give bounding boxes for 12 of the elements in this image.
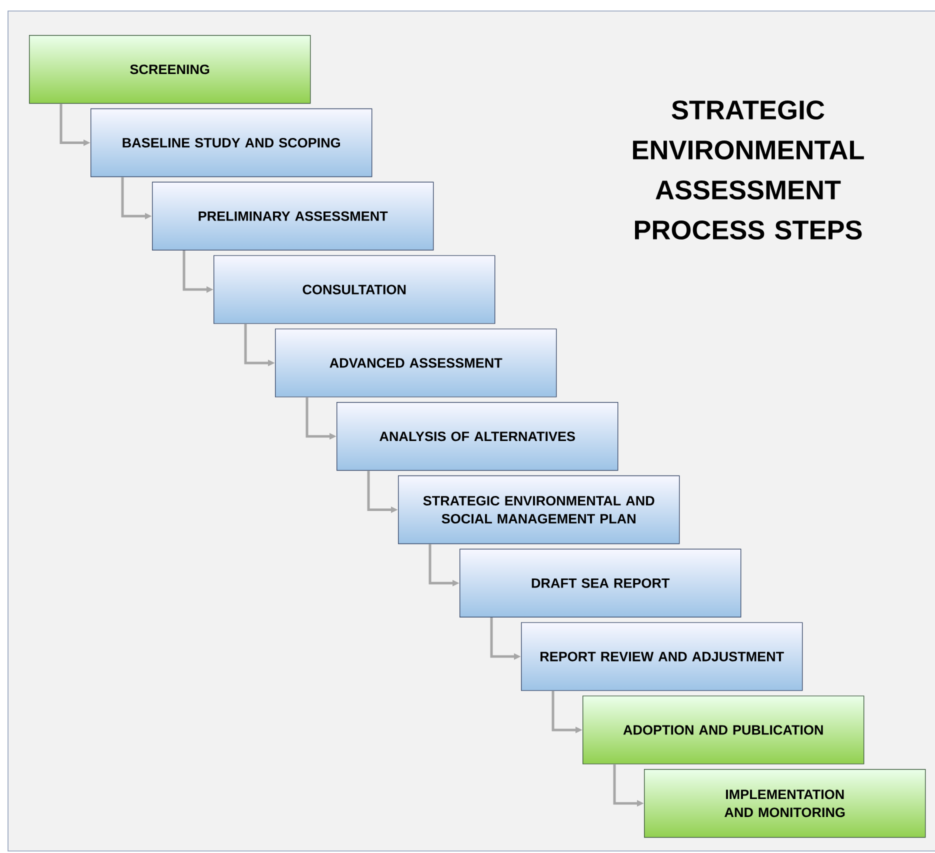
process-box: ADVANCED ASSESSMENT bbox=[275, 328, 557, 398]
process-box: PRELIMINARY ASSESSMENT bbox=[152, 182, 434, 250]
process-box: SCREENING bbox=[29, 35, 311, 104]
title: STRATEGIC ENVIRONMENTAL ASSESSMENT PROCESS STEPS bbox=[633, 100, 864, 240]
process-box: ADOPTION AND PUBLICATION bbox=[582, 696, 864, 764]
process-box: CONSULTATION bbox=[214, 255, 496, 324]
process-box: BASELINE STUDY AND SCOPING bbox=[90, 108, 372, 178]
process-box: DRAFT SEA REPORT bbox=[460, 548, 742, 618]
process-box: REPORT REVIEW AND ADJUSTMENT bbox=[521, 622, 803, 691]
process-box: ANALYSIS OF ALTERNATIVES bbox=[336, 402, 618, 471]
process-box: STRATEGIC ENVIRONMENTAL AND SOCIAL MANAGEMENT PLAN bbox=[398, 475, 680, 544]
process-box: IMPLEMENTATION AND MONITORING bbox=[644, 769, 926, 838]
